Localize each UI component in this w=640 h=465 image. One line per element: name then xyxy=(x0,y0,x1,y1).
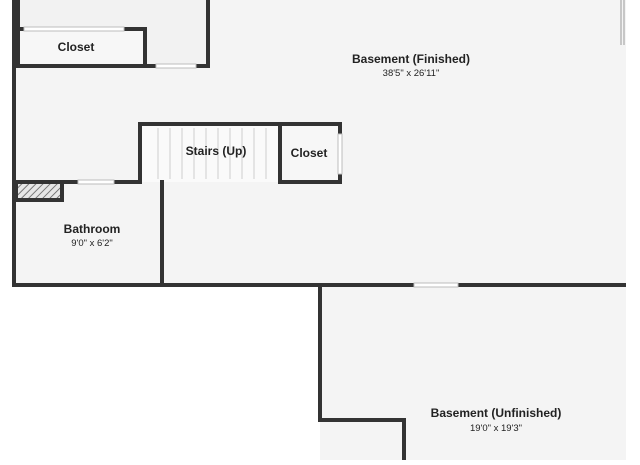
floor-closet-mid xyxy=(282,126,338,182)
room-name-closet-mid: Closet xyxy=(291,146,328,160)
stair-treads xyxy=(157,128,267,179)
hatched-fixture xyxy=(16,182,62,200)
room-dims-bathroom: 9'0" x 6'2" xyxy=(71,238,113,249)
room-name-bathroom: Bathroom xyxy=(64,222,121,236)
room-dims-basement-unfinished: 19'0" x 19'3" xyxy=(470,423,522,434)
floor-bathroom xyxy=(15,200,161,282)
walls xyxy=(12,0,626,462)
room-name-stairs: Stairs (Up) xyxy=(186,144,247,158)
door-unfinished xyxy=(413,282,459,288)
room-name-basement-unfinished: Basement (Unfinished) xyxy=(431,406,562,420)
door-closet-top xyxy=(23,26,125,32)
right-edge-lines xyxy=(620,0,625,45)
floor-stairs xyxy=(140,124,280,182)
floor-closet-top xyxy=(18,30,145,66)
room-name-basement-finished: Basement (Finished) xyxy=(352,52,470,66)
door-closet-mid xyxy=(337,133,343,175)
door-openings xyxy=(23,26,459,288)
floor-basement-unfinished xyxy=(320,286,626,460)
room-name-closet-top: Closet xyxy=(58,40,95,54)
room-dims-basement-finished: 38'5" x 26'11" xyxy=(383,68,440,79)
door-top-room xyxy=(155,63,197,69)
door-bathroom xyxy=(77,179,115,185)
